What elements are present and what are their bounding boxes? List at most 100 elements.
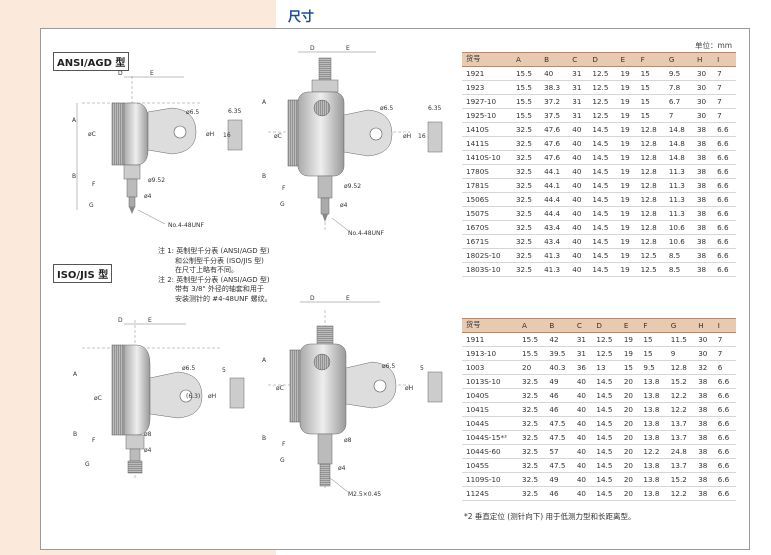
table-cell: 13.8	[639, 402, 667, 417]
table-cell: 6.6	[713, 262, 736, 277]
table-cell: 13.7	[666, 430, 695, 445]
table-cell: 11.5	[666, 332, 695, 347]
table-cell: 38	[694, 402, 714, 417]
table-cell: 12.5	[636, 248, 665, 263]
table-cell: 15.2	[666, 374, 695, 389]
table-cell: 1913-10	[462, 346, 519, 361]
table-cell: 47.6	[540, 122, 569, 137]
table-cell: 38.3	[540, 80, 569, 95]
table-cell: 14.8	[664, 122, 693, 137]
table-cell: 40	[568, 220, 589, 235]
column-header: E	[616, 52, 637, 67]
table-cell: 14.5	[592, 458, 620, 473]
table-cell: 6.6	[713, 486, 736, 501]
table-cell: 6.6	[713, 122, 736, 137]
table-cell: 13.8	[639, 486, 667, 501]
table-cell: 31	[572, 346, 593, 361]
table-cell: 32.5	[511, 220, 541, 235]
table-cell: 14.5	[588, 164, 617, 179]
table-cell: 38	[692, 122, 714, 137]
section-title: 尺寸	[288, 10, 315, 25]
note-line: 注 1: 英制型千分表 (ANSI/AGD 型)	[158, 247, 270, 255]
note-line: 安装测针的 #4-48UNF 螺纹。	[175, 294, 272, 303]
table-cell: 6.6	[713, 206, 736, 221]
table-cell: 1781S	[462, 178, 512, 193]
table-cell: 15	[636, 94, 665, 109]
svg-text:B: B	[262, 435, 266, 442]
svg-text:G: G	[89, 202, 94, 209]
table-cell: 7	[713, 346, 736, 361]
table-cell: 19	[616, 178, 637, 193]
column-header: G	[666, 318, 695, 333]
table-cell: 31	[572, 332, 593, 347]
table-cell: 1925-10	[462, 108, 512, 123]
column-header: H	[694, 318, 714, 333]
table-cell: 14.5	[588, 178, 617, 193]
svg-text:F: F	[92, 181, 96, 188]
table-cell: 32.5	[511, 122, 541, 137]
svg-text:5: 5	[222, 367, 226, 374]
table-cell: 20	[619, 388, 640, 403]
table-cell: 32.5	[511, 136, 541, 151]
table-cell: 31	[568, 94, 589, 109]
table-cell: 40	[572, 444, 593, 459]
table-cell: 14.5	[588, 122, 617, 137]
note-line: 注 2: 英制型千分表 (ANSI/AGD 型)	[158, 275, 270, 284]
table-cell: 40	[572, 374, 593, 389]
table-cell: 12.8	[666, 360, 695, 375]
table-cell: 32.5	[518, 472, 546, 487]
table-cell: 32.5	[511, 262, 541, 277]
svg-text:ø4: ø4	[144, 193, 152, 200]
svg-text:ø6.5: ø6.5	[380, 105, 393, 112]
table-cell: 47.6	[540, 150, 569, 165]
table-cell: 41.3	[540, 262, 569, 277]
svg-text:øC: øC	[276, 385, 284, 392]
table-cell: 6.6	[713, 178, 736, 193]
table-cell: 1411S	[462, 136, 512, 151]
table-cell: 1045S	[462, 458, 519, 473]
table-cell: 19	[616, 262, 637, 277]
table-cell: 40	[568, 206, 589, 221]
table-cell: 6.6	[713, 220, 736, 235]
table-cell: 20	[619, 444, 640, 459]
table-cell: 19	[616, 150, 637, 165]
svg-text:D: D	[310, 45, 315, 52]
table-cell: 1923	[462, 80, 512, 95]
table-cell: 8.5	[664, 248, 693, 263]
svg-text:A: A	[262, 357, 267, 364]
svg-text:ø6.5: ø6.5	[382, 363, 395, 370]
svg-text:øC: øC	[94, 395, 102, 402]
table-cell: 14.5	[588, 220, 617, 235]
table-cell: 11.3	[664, 192, 693, 207]
table-cell: 31	[568, 66, 589, 81]
svg-text:G: G	[85, 461, 90, 468]
svg-text:ø8: ø8	[344, 437, 352, 444]
table-cell: 37.2	[540, 94, 569, 109]
table-cell: 14.5	[588, 234, 617, 249]
table-cell: 12.5	[588, 94, 617, 109]
table-cell: 11.3	[664, 178, 693, 193]
table-cell: 1671S	[462, 234, 512, 249]
svg-text:D: D	[310, 295, 315, 302]
svg-text:G: G	[280, 457, 285, 464]
table-cell: 1003	[462, 360, 519, 375]
table-cell: 32	[694, 360, 714, 375]
svg-text:D: D	[118, 70, 123, 77]
table-cell: 14.5	[592, 486, 620, 501]
table-cell: 13.7	[666, 458, 695, 473]
table-cell: 31	[568, 80, 589, 95]
iso-label: ISO/JIS 型	[53, 264, 113, 283]
table-cell: 19	[616, 164, 637, 179]
